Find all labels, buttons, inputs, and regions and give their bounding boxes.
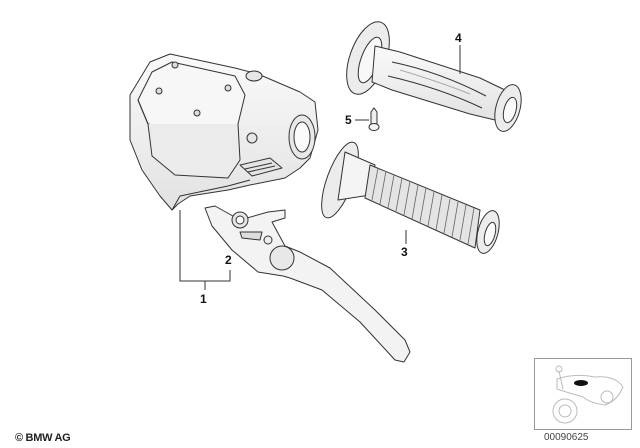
- hand-lever-part[interactable]: [204, 205, 411, 363]
- copyright-text: © BMW AG: [15, 432, 71, 444]
- motorcycle-locator-icon: [552, 365, 624, 424]
- callout-5: 5: [345, 113, 352, 127]
- callout-2: 2: [225, 253, 232, 267]
- ribbed-grip-part[interactable]: [314, 138, 503, 256]
- location-thumbnail: [534, 358, 632, 430]
- fluted-grip-part[interactable]: [338, 16, 526, 134]
- lever-housing-part[interactable]: [129, 53, 319, 211]
- callout-1: 1: [200, 292, 207, 306]
- leader-lines: [179, 45, 461, 290]
- callout-3: 3: [401, 245, 408, 259]
- callout-4: 4: [455, 31, 462, 45]
- screw-part[interactable]: [368, 107, 380, 131]
- diagram-part-number: 00090625: [544, 432, 589, 443]
